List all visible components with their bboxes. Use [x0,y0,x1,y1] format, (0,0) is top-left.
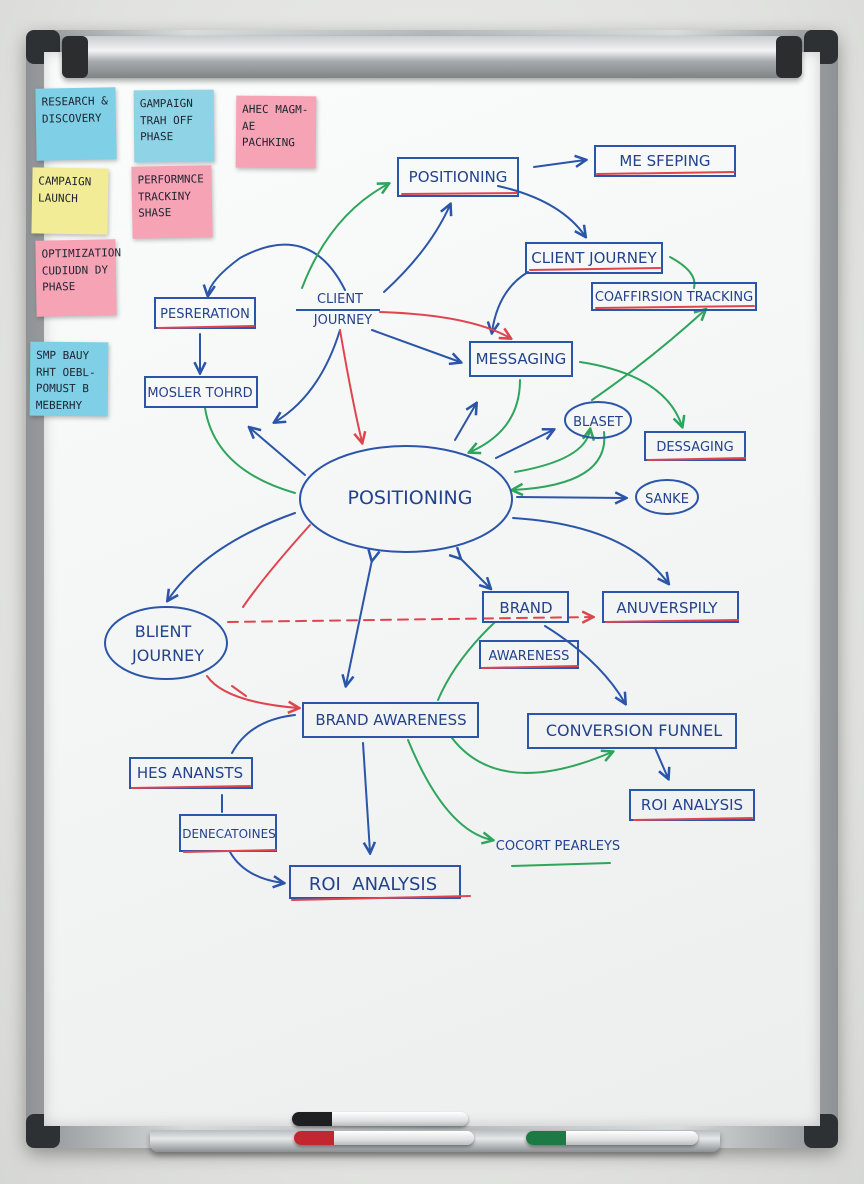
node-positioning-center: POSITIONING [348,487,473,509]
box-brand [482,591,569,623]
ellipse-sanke [635,479,699,515]
arrow [654,747,668,778]
box-messaging [469,341,573,377]
box-coaffirsion-tracking [591,282,757,311]
underline [291,895,471,901]
arrow [544,625,625,703]
arrow [362,742,370,852]
box-mosler-tohrd [144,376,258,408]
arrow [437,621,496,701]
node-messaging: MESSAGING [476,350,567,368]
underline [633,817,753,821]
underline [481,665,579,669]
node-anuverspily: ANUVERSPILY [616,599,718,617]
arrow [346,560,372,685]
green-marker[interactable] [526,1131,698,1145]
box-me-sfeping [594,145,736,177]
node-mosler-tohrd: MOSLER TOHRD [147,386,252,401]
arrow [492,271,529,332]
arrow [451,737,612,774]
node-client-journey-small-2: JOURNEY [313,313,373,328]
node-cocort-pearleys: COCORT PEARLEYS [496,839,620,854]
underline [595,305,755,309]
arrow [231,714,296,754]
marker-cap [294,1131,334,1145]
arrow [497,185,585,236]
arrow [591,310,705,401]
ellipse-blaset [564,401,632,439]
node-sanke: SANKE [645,492,689,507]
underline [605,619,739,623]
arrow [168,512,296,600]
arrow [229,851,283,883]
underline [401,192,518,195]
node-client-journey-small-1: CLIENT [317,292,363,307]
node-blaset: BLASET [573,415,623,430]
node-coaffirsion-tracking: COAFFIRSION TRACKING [595,290,753,305]
arrow [516,497,625,498]
marker-cap [292,1112,332,1126]
arrow [250,428,306,476]
red-marker[interactable] [294,1131,474,1145]
ellipse-positioning-center [299,445,513,553]
arrow [454,404,476,441]
marker-cap [526,1131,566,1145]
arrow [533,160,585,168]
black-marker[interactable] [292,1112,468,1126]
arrow [495,430,553,459]
underline [596,171,735,175]
node-conversion-funnel: CONVERSION FUNNEL [546,721,722,740]
arrow [206,675,298,708]
ellipse-blient-journey [104,606,228,680]
arrow [379,311,510,338]
node-roi-analysis-right: ROI ANALYSIS [641,796,743,814]
node-roi-analysis-bottom: ROI ANALYSIS [309,874,437,895]
underline [647,457,746,461]
arrow [407,739,492,840]
arrow [208,243,346,295]
underline [529,267,661,271]
arrow [242,524,311,608]
node-awareness: AWARENESS [489,649,570,664]
arrow [231,685,247,697]
node-dessaging: DESSAGING [656,440,733,455]
arrow [301,184,388,289]
underline [157,325,255,329]
box-client-journey-right [525,242,663,274]
node-brand: BRAND [499,599,552,617]
arrow [227,617,592,622]
underline [511,862,611,867]
underline [131,785,251,789]
arrow [513,431,606,490]
box-conversion-funnel [527,713,737,749]
arrow [383,205,450,293]
node-positioning-top: POSITIONING [409,168,508,186]
node-brand-awareness: BRAND AWARENESS [315,711,466,729]
underline [183,849,277,853]
box-positioning-top [397,157,519,197]
arrow [204,407,296,494]
node-pesreration: PESRERATION [160,307,250,322]
arrow [470,379,521,452]
arrow [514,430,590,473]
node-me-sfeping: ME SFEPING [619,152,710,170]
node-blient-journey-1: BLIENT [135,622,192,641]
node-hes-anansts: HES ANANSTS [137,764,243,782]
arrow [339,329,362,442]
node-blient-journey-2: JOURNEY [131,646,204,665]
arrow [512,517,668,583]
box-brand-awareness [302,702,479,738]
arrow [371,329,460,362]
arrow [669,256,696,289]
arrow [579,361,682,426]
paper-clip-rail [62,36,802,78]
node-denecatoines: DENECATOINES [182,827,276,841]
arrow [275,329,341,422]
arrow [460,558,490,588]
node-client-journey-right: CLIENT JOURNEY [531,249,657,267]
